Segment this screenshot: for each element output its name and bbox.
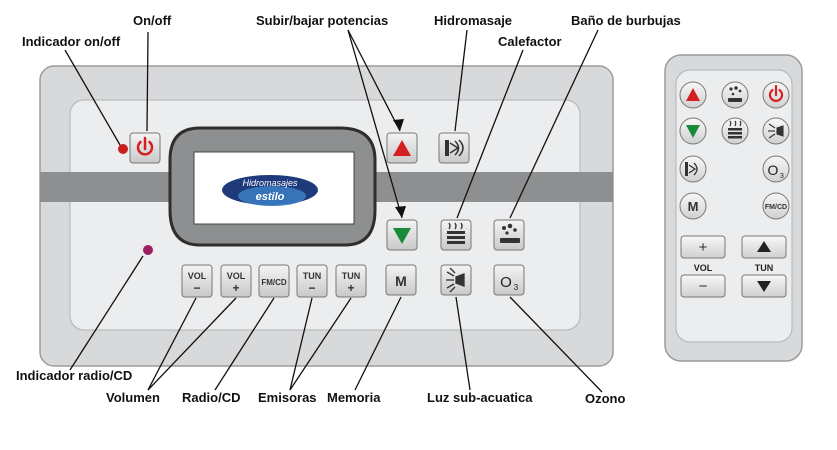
remote-fmcd-button[interactable]: FM/CD <box>762 192 790 220</box>
logo-line1: Hidromasajes <box>242 178 298 188</box>
memory-button-label: M <box>395 273 407 289</box>
ozone-button-label: O <box>500 274 512 291</box>
power-icon <box>136 136 154 156</box>
vol-plus-top: VOL <box>227 271 246 281</box>
tun-plus-sym: + <box>347 281 354 295</box>
remote-memory-label: M <box>688 199 699 214</box>
heater-button[interactable] <box>440 219 472 251</box>
label-volumen: Volumen <box>106 390 160 405</box>
bubbles-icon <box>500 223 520 243</box>
remote-memory-button[interactable]: M <box>679 192 707 220</box>
remote-heater-icon <box>728 120 742 139</box>
fmcd-button[interactable]: FM/CD <box>258 264 290 298</box>
vol-minus-sym: − <box>193 281 200 295</box>
remote-bubbles-button[interactable] <box>721 81 749 109</box>
label-onoff: On/off <box>133 13 172 28</box>
control-panel: Hidromasajes estilo <box>39 65 614 367</box>
light-button[interactable] <box>440 264 472 296</box>
remote-tun-up-icon <box>757 241 771 252</box>
tun-minus-button[interactable]: TUN − <box>296 264 328 298</box>
remote-heater-button[interactable] <box>721 117 749 145</box>
remote-tun-label: TUN <box>755 263 774 273</box>
label-indicador-onoff: Indicador on/off <box>22 34 121 49</box>
remote-bubbles-icon <box>728 86 742 102</box>
ozone-button-sub: 3 <box>514 283 519 292</box>
vol-plus-sym: + <box>232 281 239 295</box>
vol-minus-top: VOL <box>188 271 207 281</box>
vol-plus-button[interactable]: VOL + <box>220 264 252 298</box>
onoff-indicator <box>118 144 128 154</box>
fmcd-button-label: FM/CD <box>261 278 287 287</box>
remote-light-button[interactable] <box>762 117 790 145</box>
callout-arrowheads <box>393 119 406 218</box>
tun-minus-top: TUN <box>303 271 322 281</box>
up-button[interactable] <box>386 132 418 164</box>
remote-power-button[interactable] <box>762 81 790 109</box>
remote-ozone-sub: 3 <box>780 173 784 180</box>
label-luz: Luz sub-acuatica <box>427 390 533 405</box>
remote-power-icon <box>768 84 784 102</box>
down-button[interactable] <box>386 219 418 251</box>
remote-vol-plus-button[interactable]: + <box>680 235 726 259</box>
hydromassage-icon <box>445 139 464 157</box>
remote-ozone-button[interactable]: O 3 <box>762 155 790 183</box>
remote-ozone-label: O <box>768 162 779 178</box>
remote-up-arrow-icon <box>686 88 700 101</box>
remote-control: O 3 M FM/CD + VOL TUN − <box>664 54 803 362</box>
light-icon <box>446 267 465 293</box>
remote-vol-minus-button[interactable]: − <box>680 274 726 298</box>
bubbles-button[interactable] <box>493 219 525 251</box>
tun-plus-top: TUN <box>342 271 361 281</box>
remote-tun-down-button[interactable] <box>741 274 787 298</box>
logo: Hidromasajes estilo <box>222 175 318 206</box>
remote-down-button[interactable] <box>679 117 707 145</box>
label-bano-burbujas: Baño de burbujas <box>571 13 681 28</box>
tun-minus-sym: − <box>308 281 315 295</box>
up-arrow-icon <box>393 140 411 156</box>
remote-tun-down-icon <box>757 281 771 292</box>
remote-hydromassage-button[interactable] <box>679 155 707 183</box>
tun-plus-button[interactable]: TUN + <box>335 264 367 298</box>
remote-vol-plus-label: + <box>699 239 708 256</box>
callout-lines <box>64 29 603 393</box>
heater-icon <box>447 222 465 244</box>
label-ozono: Ozono <box>585 391 626 406</box>
label-radio-cd: Radio/CD <box>182 390 241 405</box>
remote-vol-label: VOL <box>694 263 713 273</box>
remote-fmcd-label: FM/CD <box>765 204 787 211</box>
label-calefactor: Calefactor <box>498 34 562 49</box>
hydromassage-button[interactable] <box>438 132 470 164</box>
remote-down-arrow-icon <box>686 125 700 138</box>
vol-minus-button[interactable]: VOL − <box>181 264 213 298</box>
label-memoria: Memoria <box>327 390 381 405</box>
memory-button[interactable]: M <box>385 264 417 296</box>
label-emisoras: Emisoras <box>258 390 317 405</box>
logo-line2: estilo <box>256 191 285 203</box>
remote-up-button[interactable] <box>679 81 707 109</box>
radio-cd-indicator <box>143 245 153 255</box>
down-arrow-icon <box>393 228 411 244</box>
label-hidromasaje: Hidromasaje <box>434 13 513 28</box>
remote-hydromassage-icon <box>685 162 698 176</box>
label-subir-bajar: Subir/bajar potencias <box>256 13 389 28</box>
remote-tun-up-button[interactable] <box>741 235 787 259</box>
label-indicador-radio: Indicador radio/CD <box>16 368 133 383</box>
onoff-button[interactable] <box>129 132 161 164</box>
remote-light-icon <box>768 123 784 139</box>
remote-vol-minus-label: − <box>699 278 708 295</box>
ozone-button[interactable]: O 3 <box>493 264 525 296</box>
